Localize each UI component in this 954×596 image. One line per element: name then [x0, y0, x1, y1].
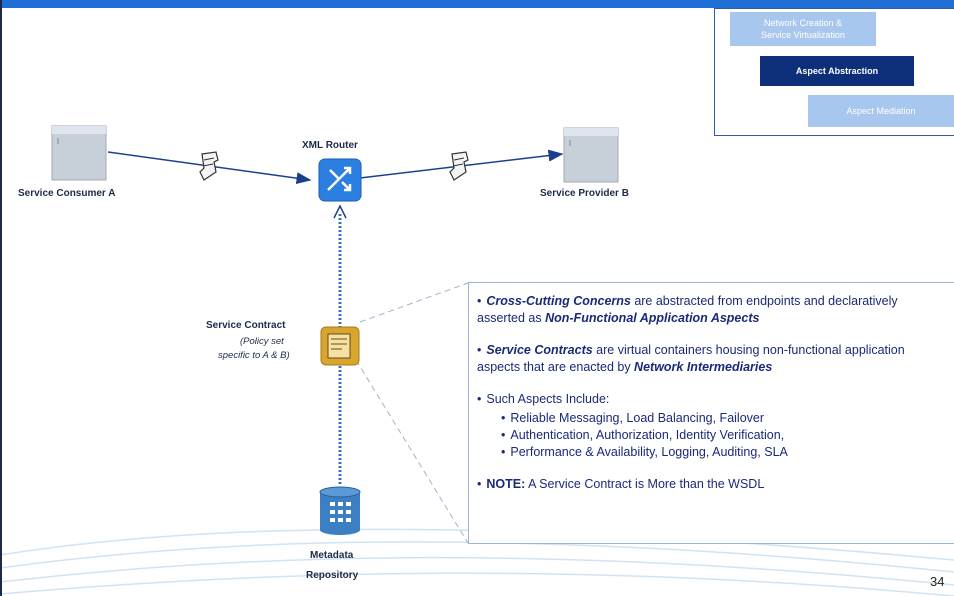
note-aspect-item: Authentication, Authorization, Identity …: [501, 427, 948, 444]
message-icon-left: [199, 151, 219, 181]
notes-callout: Cross-Cutting Concerns are abstracted fr…: [468, 282, 954, 544]
left-border: [0, 0, 2, 596]
provider-label: Service Provider B: [540, 188, 629, 199]
note-cross-cutting: Cross-Cutting Concerns are abstracted fr…: [477, 293, 948, 327]
repository-label-2: Repository: [306, 570, 359, 581]
contract-sublabel-2: specific to A & B): [218, 350, 290, 361]
contract-label: Service Contract: [206, 320, 286, 331]
flow-step-aspect-mediation: Aspect Mediation: [808, 95, 954, 127]
callout-line-bottom: [355, 359, 469, 544]
flow-step-network-creation: Network Creation & Service Virtualizatio…: [730, 12, 876, 46]
up-arrow-head: [333, 204, 347, 219]
note-aspect-item: Reliable Messaging, Load Balancing, Fail…: [501, 410, 948, 427]
swoosh-decoration: [0, 528, 954, 596]
page-number: 34: [930, 574, 945, 589]
router-label: XML Router: [302, 140, 358, 151]
contract-sublabel-1: (Policy set: [240, 336, 284, 347]
message-icon-right: [449, 151, 469, 181]
router-icon: [318, 158, 362, 202]
note-aspects-heading: Such Aspects Include:: [477, 391, 948, 408]
consumer-label: Service Consumer A: [18, 188, 116, 199]
repository-label-1: Metadata: [310, 550, 354, 561]
note-service-contracts: Service Contracts are virtual containers…: [477, 342, 948, 376]
note-wsdl: NOTE: A Service Contract is More than th…: [477, 476, 948, 493]
consumer-server-icon: [51, 125, 107, 181]
contract-icon: [320, 326, 360, 366]
callout-line-top: [359, 282, 469, 323]
repository-icon: [319, 486, 361, 535]
top-bar: [0, 0, 954, 8]
note-aspect-item: Performance & Availability, Logging, Aud…: [501, 444, 948, 461]
provider-server-icon: [563, 127, 619, 183]
flow-step-aspect-abstraction: Aspect Abstraction: [760, 56, 914, 86]
